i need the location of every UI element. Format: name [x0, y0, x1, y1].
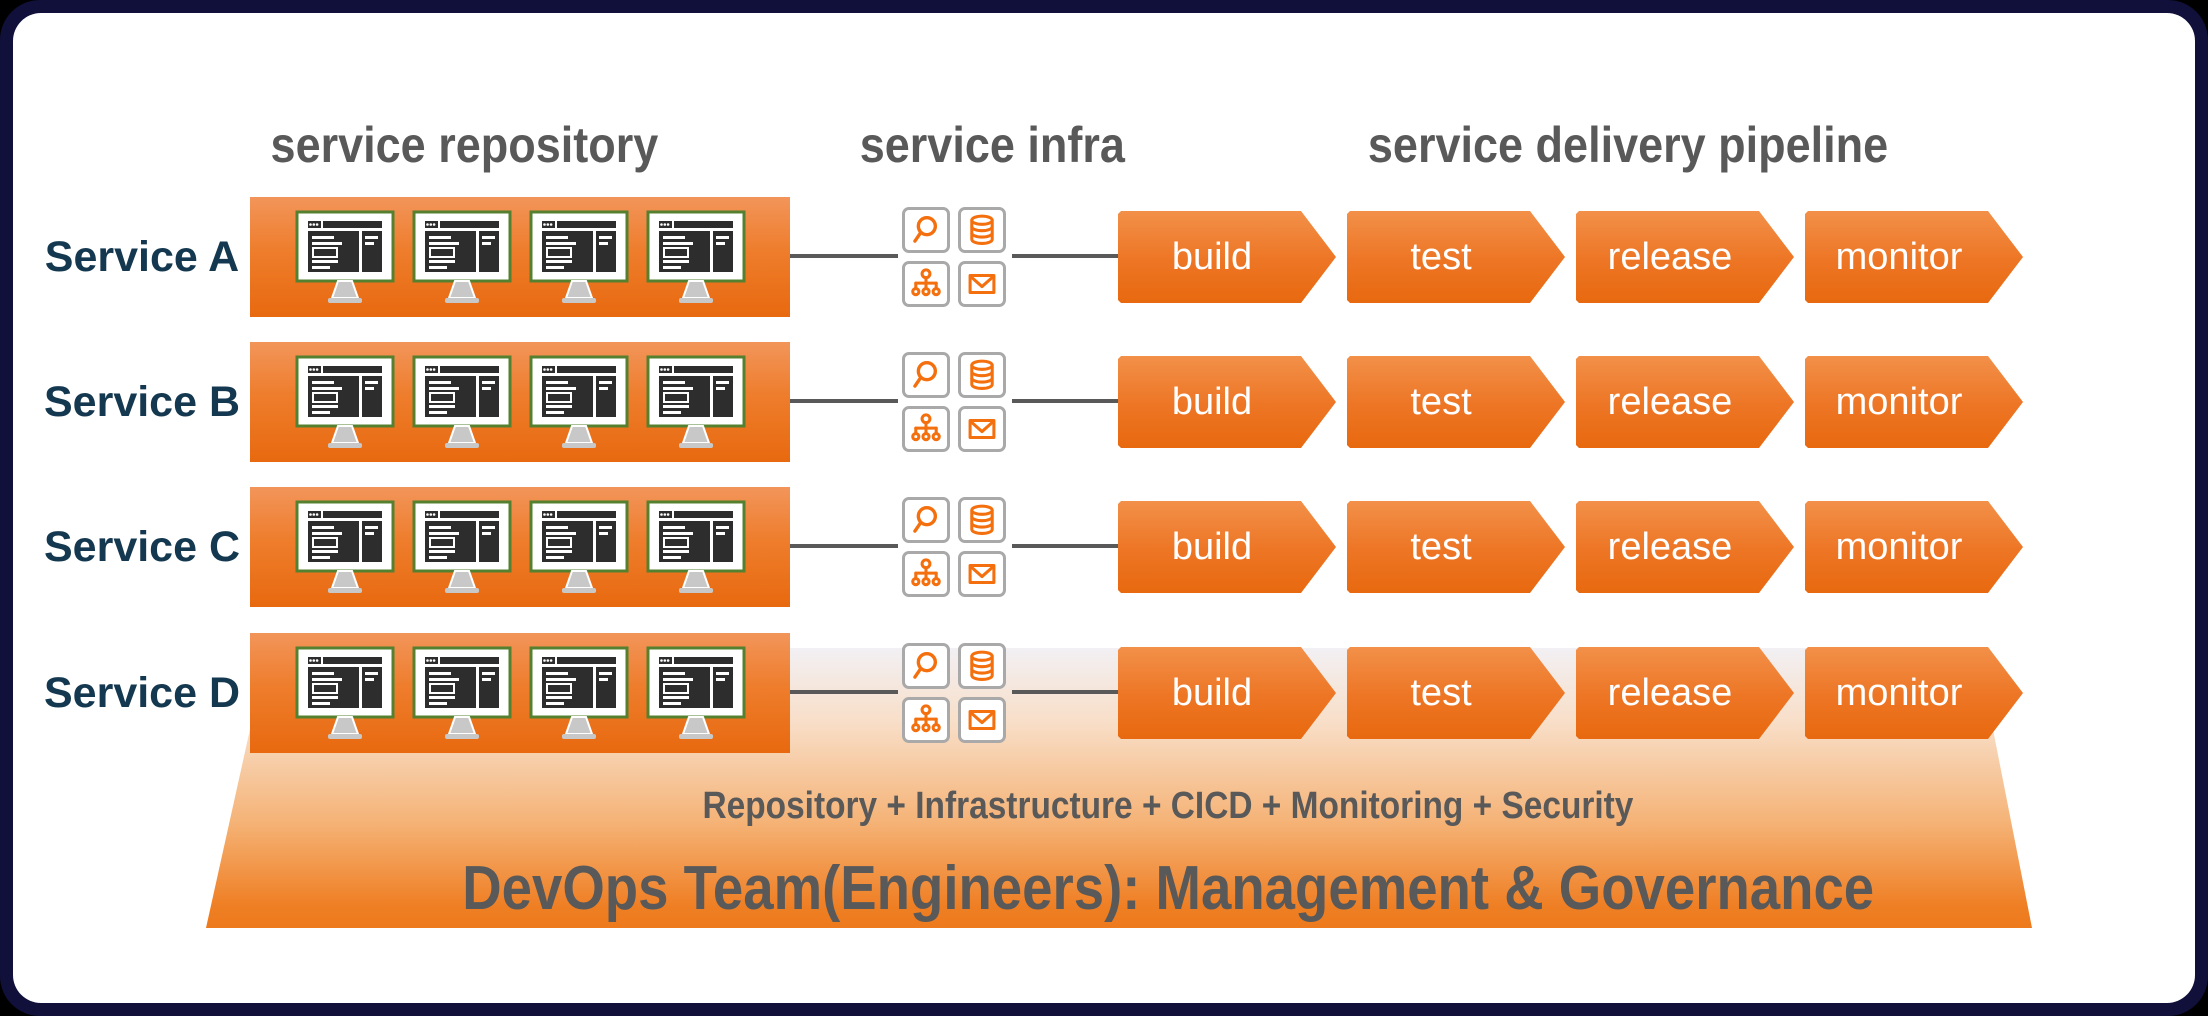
service-infra-group — [902, 643, 1006, 743]
search-icon — [909, 213, 943, 247]
connector-line — [790, 690, 898, 694]
monitor-icon — [412, 210, 512, 304]
pipeline-step-test: test — [1347, 356, 1565, 448]
service-infra-group — [902, 497, 1006, 597]
infra-tile — [902, 261, 950, 307]
database-icon — [965, 503, 999, 537]
pipeline-step-monitor: monitor — [1805, 501, 2023, 593]
pipeline-step-release: release — [1576, 356, 1794, 448]
pipeline-step-monitor: monitor — [1805, 647, 2023, 739]
connector-line — [790, 544, 898, 548]
monitor-icon — [529, 646, 629, 740]
pipeline-step-build: build — [1118, 647, 1336, 739]
column-header-repository: service repository — [270, 117, 658, 173]
infra-tile — [958, 497, 1006, 543]
pipeline-step-test: test — [1347, 211, 1565, 303]
infra-tile — [902, 207, 950, 253]
sitemap-icon — [909, 557, 943, 591]
mail-icon — [965, 267, 999, 301]
pipeline-row: build test release monitor — [1118, 356, 2023, 448]
service-repository-box — [250, 487, 790, 607]
mail-icon — [965, 412, 999, 446]
infra-tile — [958, 551, 1006, 597]
pipeline-step-release: release — [1576, 501, 1794, 593]
pipeline-step-release: release — [1576, 647, 1794, 739]
search-icon — [909, 649, 943, 683]
monitor-icon — [646, 210, 746, 304]
monitor-icon — [646, 355, 746, 449]
pipeline-step-monitor: monitor — [1805, 211, 2023, 303]
pipeline-step-test: test — [1347, 647, 1565, 739]
service-row-d: Service D build test release monitor — [13, 633, 2195, 753]
sitemap-icon — [909, 703, 943, 737]
database-icon — [965, 358, 999, 392]
infra-tile — [902, 697, 950, 743]
pipeline-step-test: test — [1347, 501, 1565, 593]
infra-tile — [902, 406, 950, 452]
pipeline-step-monitor: monitor — [1805, 356, 2023, 448]
monitor-icon — [529, 355, 629, 449]
monitor-icon — [529, 500, 629, 594]
devops-team-text: DevOps Team(Engineers): Management & Gov… — [462, 854, 1874, 923]
infra-tile — [902, 551, 950, 597]
mail-icon — [965, 703, 999, 737]
monitor-icon — [295, 500, 395, 594]
service-repository-box — [250, 342, 790, 462]
search-icon — [909, 358, 943, 392]
monitor-icon — [646, 646, 746, 740]
service-label: Service C — [43, 522, 241, 571]
connector-line — [790, 254, 898, 258]
monitor-icon — [412, 355, 512, 449]
pipeline-step-build: build — [1118, 211, 1336, 303]
pipeline-row: build test release monitor — [1118, 501, 2023, 593]
platform-capabilities-text: Repository + Infrastructure + CICD + Mon… — [702, 785, 1634, 827]
service-row-b: Service B build test release monitor — [13, 342, 2195, 462]
monitor-icon — [529, 210, 629, 304]
service-row-a: Service A build test release monitor — [13, 197, 2195, 317]
monitor-icon — [412, 646, 512, 740]
service-repository-box — [250, 633, 790, 753]
pipeline-row: build test release monitor — [1118, 647, 2023, 739]
column-header-infra: service infra — [859, 117, 1125, 173]
connector-line — [1012, 399, 1118, 403]
connector-line — [1012, 544, 1118, 548]
infra-tile — [902, 497, 950, 543]
service-repository-box — [250, 197, 790, 317]
monitor-icon — [646, 500, 746, 594]
infra-tile — [902, 352, 950, 398]
infra-tile — [958, 352, 1006, 398]
service-infra-group — [902, 207, 1006, 307]
mail-icon — [965, 557, 999, 591]
infra-tile — [958, 406, 1006, 452]
database-icon — [965, 649, 999, 683]
infra-tile — [958, 697, 1006, 743]
pipeline-step-build: build — [1118, 501, 1336, 593]
monitor-icon — [295, 355, 395, 449]
pipeline-step-build: build — [1118, 356, 1336, 448]
connector-line — [1012, 254, 1118, 258]
service-row-c: Service C build test release monitor — [13, 487, 2195, 607]
pipeline-step-release: release — [1576, 211, 1794, 303]
search-icon — [909, 503, 943, 537]
sitemap-icon — [909, 412, 943, 446]
infra-tile — [958, 207, 1006, 253]
infra-tile — [958, 643, 1006, 689]
monitor-icon — [295, 210, 395, 304]
monitor-icon — [412, 500, 512, 594]
connector-line — [1012, 690, 1118, 694]
service-label: Service D — [43, 668, 241, 717]
database-icon — [965, 213, 999, 247]
column-header-pipeline: service delivery pipeline — [1367, 117, 1889, 173]
infra-tile — [958, 261, 1006, 307]
infra-tile — [902, 643, 950, 689]
service-label: Service B — [43, 377, 241, 426]
diagram-canvas: service repository service infra service… — [13, 13, 2195, 1003]
connector-line — [790, 399, 898, 403]
service-label: Service A — [44, 232, 240, 281]
service-infra-group — [902, 352, 1006, 452]
monitor-icon — [295, 646, 395, 740]
pipeline-row: build test release monitor — [1118, 211, 2023, 303]
sitemap-icon — [909, 267, 943, 301]
